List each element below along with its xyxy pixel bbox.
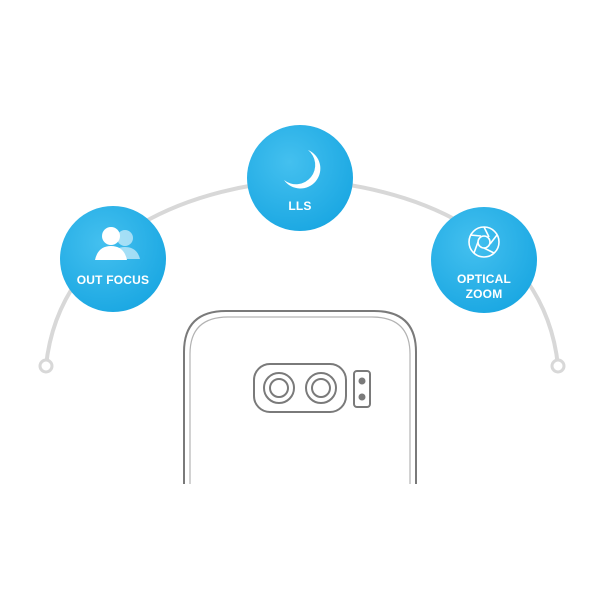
feature-badge-lls: LLS: [247, 125, 353, 231]
feature-label-lls: LLS: [288, 199, 311, 213]
feature-label-optical-zoom-line1: OPTICAL: [457, 272, 511, 286]
arc-endpoint-right: [550, 358, 566, 374]
arc-endpoint-left: [38, 358, 54, 374]
feature-badge-out-focus: OUT FOCUS: [60, 206, 166, 312]
camera-module: [253, 363, 347, 413]
camera-lens-left: [263, 372, 295, 404]
feature-label-optical-zoom-line2: ZOOM: [466, 287, 503, 301]
flash-sensor: [353, 370, 371, 408]
camera-lens-right: [305, 372, 337, 404]
aperture-icon: [468, 226, 500, 258]
phone-back: [183, 310, 417, 484]
feature-label-out-focus: OUT FOCUS: [77, 273, 149, 287]
moon-icon: [284, 150, 321, 189]
feature-badge-optical-zoom: OPTICAL ZOOM: [431, 207, 537, 313]
people-icon: [95, 227, 140, 260]
